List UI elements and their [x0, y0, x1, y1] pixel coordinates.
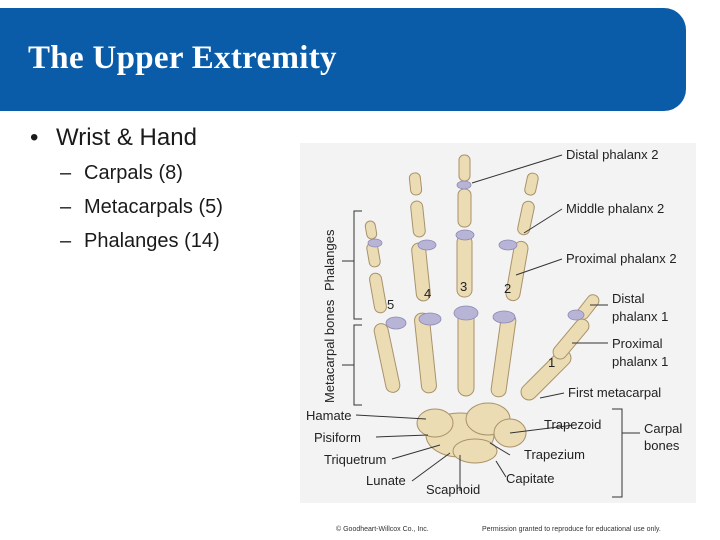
carpal-bones-label-line1: Carpal: [644, 421, 682, 436]
trapezium-label: Trapezium: [524, 447, 585, 462]
bullet-item: • Wrist & Hand: [30, 120, 223, 156]
hand-bones: [364, 154, 600, 464]
proximal-phalanx-1-label-line2: phalanx 1: [612, 354, 668, 369]
distal-phalanx-1-label-line1: Distal: [612, 291, 645, 306]
sub-item: –Carpals (8): [30, 156, 223, 190]
triquetrum-label: Triquetrum: [324, 452, 386, 467]
bullet-list: •Wrist & Hand –Carpals (8) –Metacarpals …: [30, 120, 223, 258]
dash-marker: –: [60, 230, 72, 252]
sub-item-text: Metacarpals (5): [84, 196, 223, 218]
dash-marker: –: [60, 196, 72, 218]
sub-item-text: Phalanges (14): [84, 230, 220, 252]
permission-note: Permission granted to reproduce for educ…: [482, 526, 661, 533]
metacarpal-bones-vertical-label: Metacarpal bones: [322, 299, 337, 403]
sub-item: –Metacarpals (5): [30, 190, 223, 224]
joint-cartilage: [367, 180, 585, 330]
digit-3-label: 3: [460, 279, 467, 294]
digit-5-label: 5: [387, 297, 394, 312]
hand-skeleton-diagram: 5 4 3 2 1 Distal phalanx 2 Middle phalan…: [306, 147, 682, 498]
slide-title: The Upper Extremity: [28, 40, 337, 76]
proximal-phalanx-1-label-line1: Proximal: [612, 336, 663, 351]
proximal-phalanx-2-label: Proximal phalanx 2: [566, 251, 677, 266]
title-banner: [0, 8, 686, 111]
digit-2-label: 2: [504, 281, 511, 296]
bullet-marker: •: [30, 124, 39, 151]
scaphoid-label: Scaphoid: [426, 482, 480, 497]
sub-item: –Phalanges (14): [30, 224, 223, 258]
sub-item-text: Carpals (8): [84, 162, 183, 184]
distal-phalanx-2-label: Distal phalanx 2: [566, 147, 659, 162]
hamate-label: Hamate: [306, 408, 352, 423]
first-metacarpal-label: First metacarpal: [568, 385, 661, 400]
middle-phalanx-2-label: Middle phalanx 2: [566, 201, 664, 216]
distal-phalanx-1-label-line2: phalanx 1: [612, 309, 668, 324]
dash-marker: –: [60, 162, 72, 184]
capitate-label: Capitate: [506, 471, 554, 486]
pisiform-label: Pisiform: [314, 430, 361, 445]
digit-4-label: 4: [424, 286, 431, 301]
hand-skeleton-figure: 5 4 3 2 1 Distal phalanx 2 Middle phalan…: [300, 143, 696, 503]
copyright-note: © Goodheart-Willcox Co., Inc.: [336, 526, 429, 533]
leader-lines: [342, 154, 640, 498]
trapezoid-label: Trapezoid: [544, 417, 601, 432]
phalanges-vertical-label: Phalanges: [322, 229, 337, 291]
digit-1-label: 1: [548, 355, 555, 370]
carpal-bones-label-line2: bones: [644, 438, 680, 453]
lunate-label: Lunate: [366, 473, 406, 488]
bullet-text: Wrist & Hand: [56, 124, 197, 151]
